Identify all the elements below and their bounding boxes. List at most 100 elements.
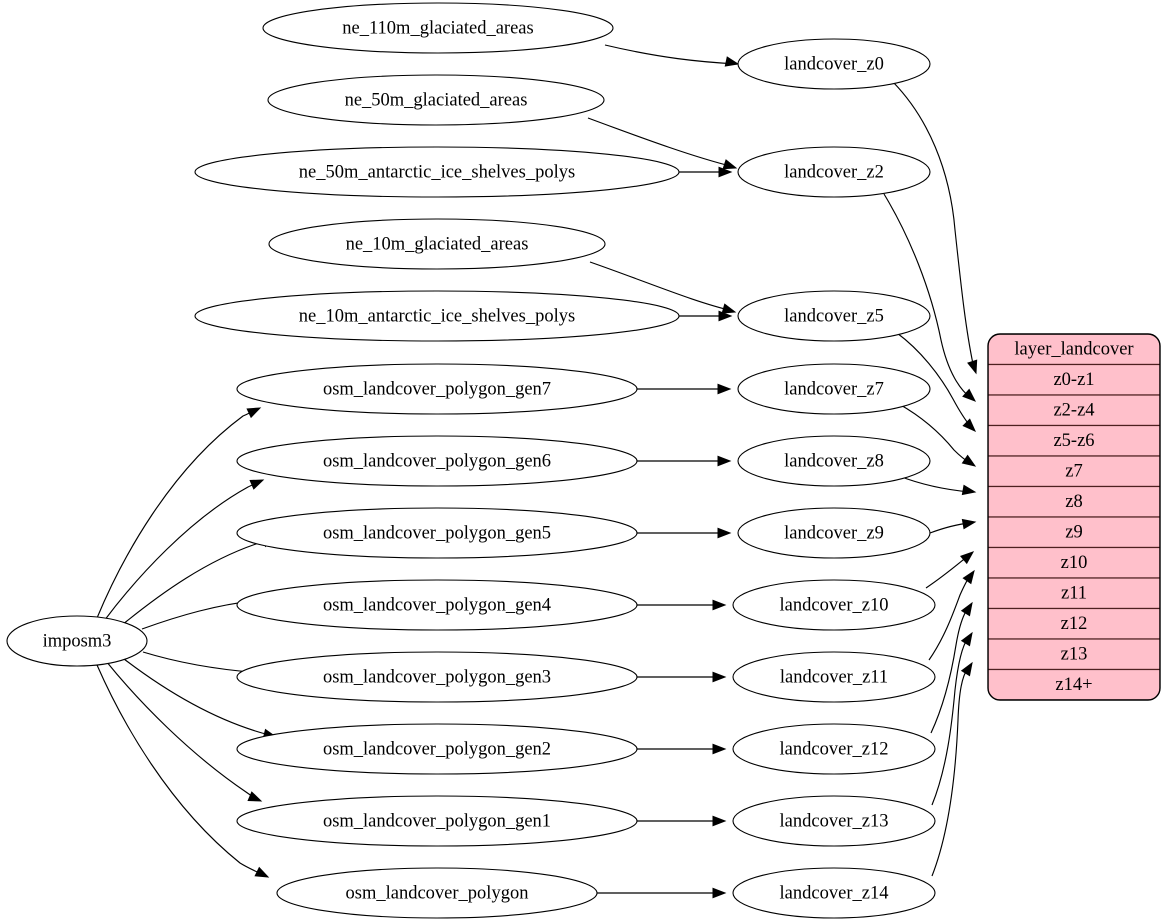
node-label: landcover_z2 xyxy=(784,162,884,182)
node-shape xyxy=(737,363,931,415)
node-landcover_z2[interactable]: landcover_z2 xyxy=(737,146,931,198)
arrow-head-icon xyxy=(718,310,733,322)
arrow-head-icon xyxy=(961,518,977,530)
node-label: landcover_z8 xyxy=(784,451,884,471)
table-row-z2-z4-label: z2-z4 xyxy=(1053,401,1094,421)
node-landcover_z10[interactable]: landcover_z10 xyxy=(732,579,936,631)
edge xyxy=(896,332,976,432)
node-osm_landcover_polygon_gen2[interactable]: osm_landcover_polygon_gen2 xyxy=(236,723,638,775)
edge xyxy=(105,660,263,802)
arrow-head-icon xyxy=(717,527,732,539)
edge xyxy=(679,166,733,178)
node-ne_110m_glaciated_areas[interactable]: ne_110m_glaciated_areas xyxy=(262,2,614,54)
arrow-head-icon xyxy=(721,303,737,314)
node-osm_landcover_polygon_gen1[interactable]: osm_landcover_polygon_gen1 xyxy=(236,795,638,847)
edge xyxy=(604,44,740,67)
node-shape xyxy=(236,795,638,847)
edge xyxy=(96,664,270,878)
arrow-head-icon xyxy=(724,56,740,67)
table-row-z5-z6[interactable] xyxy=(988,424,1160,457)
node-shape xyxy=(732,579,936,631)
arrow-head-icon xyxy=(718,166,733,178)
edge xyxy=(637,383,732,395)
table-row-z12[interactable] xyxy=(988,607,1160,640)
table-row-z8[interactable] xyxy=(988,485,1160,518)
node-ne_10m_antarctic_ice_shelves_polys[interactable]: ne_10m_antarctic_ice_shelves_polys xyxy=(194,290,680,342)
edge xyxy=(898,475,977,496)
edge xyxy=(928,569,975,661)
table-row-z12-label: z12 xyxy=(1061,614,1088,634)
node-landcover_z0[interactable]: landcover_z0 xyxy=(737,38,931,90)
node-label: osm_landcover_polygon_gen6 xyxy=(323,451,551,471)
edge xyxy=(637,599,727,611)
node-ne_10m_glaciated_areas[interactable]: ne_10m_glaciated_areas xyxy=(268,218,606,270)
node-landcover_z11[interactable]: landcover_z11 xyxy=(732,651,936,703)
edge xyxy=(679,310,733,322)
arrow-head-icon xyxy=(717,383,732,395)
node-shape xyxy=(732,867,936,919)
arrow-head-icon xyxy=(960,661,973,677)
node-shape xyxy=(194,146,680,198)
edge xyxy=(637,455,732,467)
node-osm_landcover_polygon_gen6[interactable]: osm_landcover_polygon_gen6 xyxy=(236,435,638,487)
node-label: ne_50m_glaciated_areas xyxy=(345,90,528,110)
edge xyxy=(96,407,262,619)
node-landcover_z12[interactable]: landcover_z12 xyxy=(732,723,936,775)
table-row-z0-z1[interactable] xyxy=(988,363,1160,396)
node-label: osm_landcover_polygon_gen4 xyxy=(323,595,551,615)
layer-landcover-table[interactable]: layer_landcoverz0-z1z2-z4z5-z6z7z8z9z10z… xyxy=(987,333,1161,701)
node-imposm3[interactable]: imposm3 xyxy=(6,615,148,667)
arrow-head-icon xyxy=(722,159,738,170)
table-row-z10[interactable] xyxy=(988,546,1160,579)
node-shape xyxy=(236,651,638,703)
node-shape xyxy=(732,723,936,775)
node-shape xyxy=(236,435,638,487)
node-osm_landcover_polygon_gen3[interactable]: osm_landcover_polygon_gen3 xyxy=(236,651,638,703)
node-landcover_z5[interactable]: landcover_z5 xyxy=(737,290,931,342)
node-label: ne_50m_antarctic_ice_shelves_polys xyxy=(299,162,575,182)
edge xyxy=(930,601,973,734)
edge xyxy=(898,403,977,467)
node-landcover_z13[interactable]: landcover_z13 xyxy=(732,795,936,847)
node-shape xyxy=(737,435,931,487)
node-shape xyxy=(737,290,931,342)
node-osm_landcover_polygon_gen4[interactable]: osm_landcover_polygon_gen4 xyxy=(236,579,638,631)
edge xyxy=(597,887,727,899)
node-label: ne_110m_glaciated_areas xyxy=(342,18,533,38)
node-shape xyxy=(732,795,936,847)
table-row-z14+[interactable] xyxy=(988,668,1160,701)
node-label: landcover_z9 xyxy=(784,523,884,543)
node-shape xyxy=(236,579,638,631)
node-osm_landcover_polygon_gen5[interactable]: osm_landcover_polygon_gen5 xyxy=(236,507,638,559)
node-label: ne_10m_antarctic_ice_shelves_polys xyxy=(299,306,575,326)
node-landcover_z9[interactable]: landcover_z9 xyxy=(737,507,931,559)
node-osm_landcover_polygon[interactable]: osm_landcover_polygon xyxy=(276,867,598,919)
node-osm_landcover_polygon_gen7[interactable]: osm_landcover_polygon_gen7 xyxy=(236,363,638,415)
node-ne_50m_antarctic_ice_shelves_polys[interactable]: ne_50m_antarctic_ice_shelves_polys xyxy=(194,146,680,198)
node-shape xyxy=(267,74,605,126)
node-landcover_z14[interactable]: landcover_z14 xyxy=(732,867,936,919)
arrow-head-icon xyxy=(712,815,727,827)
arrow-head-icon xyxy=(712,671,727,683)
table-row-z10-label: z10 xyxy=(1061,553,1088,573)
table-row-z9[interactable] xyxy=(988,516,1160,549)
node-ne_50m_glaciated_areas[interactable]: ne_50m_glaciated_areas xyxy=(267,74,605,126)
edge xyxy=(103,479,265,622)
node-landcover_z7[interactable]: landcover_z7 xyxy=(737,363,931,415)
node-label: osm_landcover_polygon_gen1 xyxy=(323,811,551,831)
layer-landcover-outline xyxy=(987,333,1161,701)
table-row-z11-label: z11 xyxy=(1061,584,1087,604)
edge xyxy=(637,815,727,827)
node-landcover_z8[interactable]: landcover_z8 xyxy=(737,435,931,487)
node-shape xyxy=(262,2,614,54)
edge xyxy=(637,527,732,539)
table-row-z7[interactable] xyxy=(988,455,1160,488)
table-row-z13[interactable] xyxy=(988,638,1160,671)
table-row-z8-label: z8 xyxy=(1065,492,1082,512)
node-shape xyxy=(6,615,148,667)
nodes-layer: imposm3 ne_110m_glaciated_areas ne_50m_gla… xyxy=(6,2,936,919)
node-label: imposm3 xyxy=(43,631,112,651)
edge xyxy=(892,81,978,375)
